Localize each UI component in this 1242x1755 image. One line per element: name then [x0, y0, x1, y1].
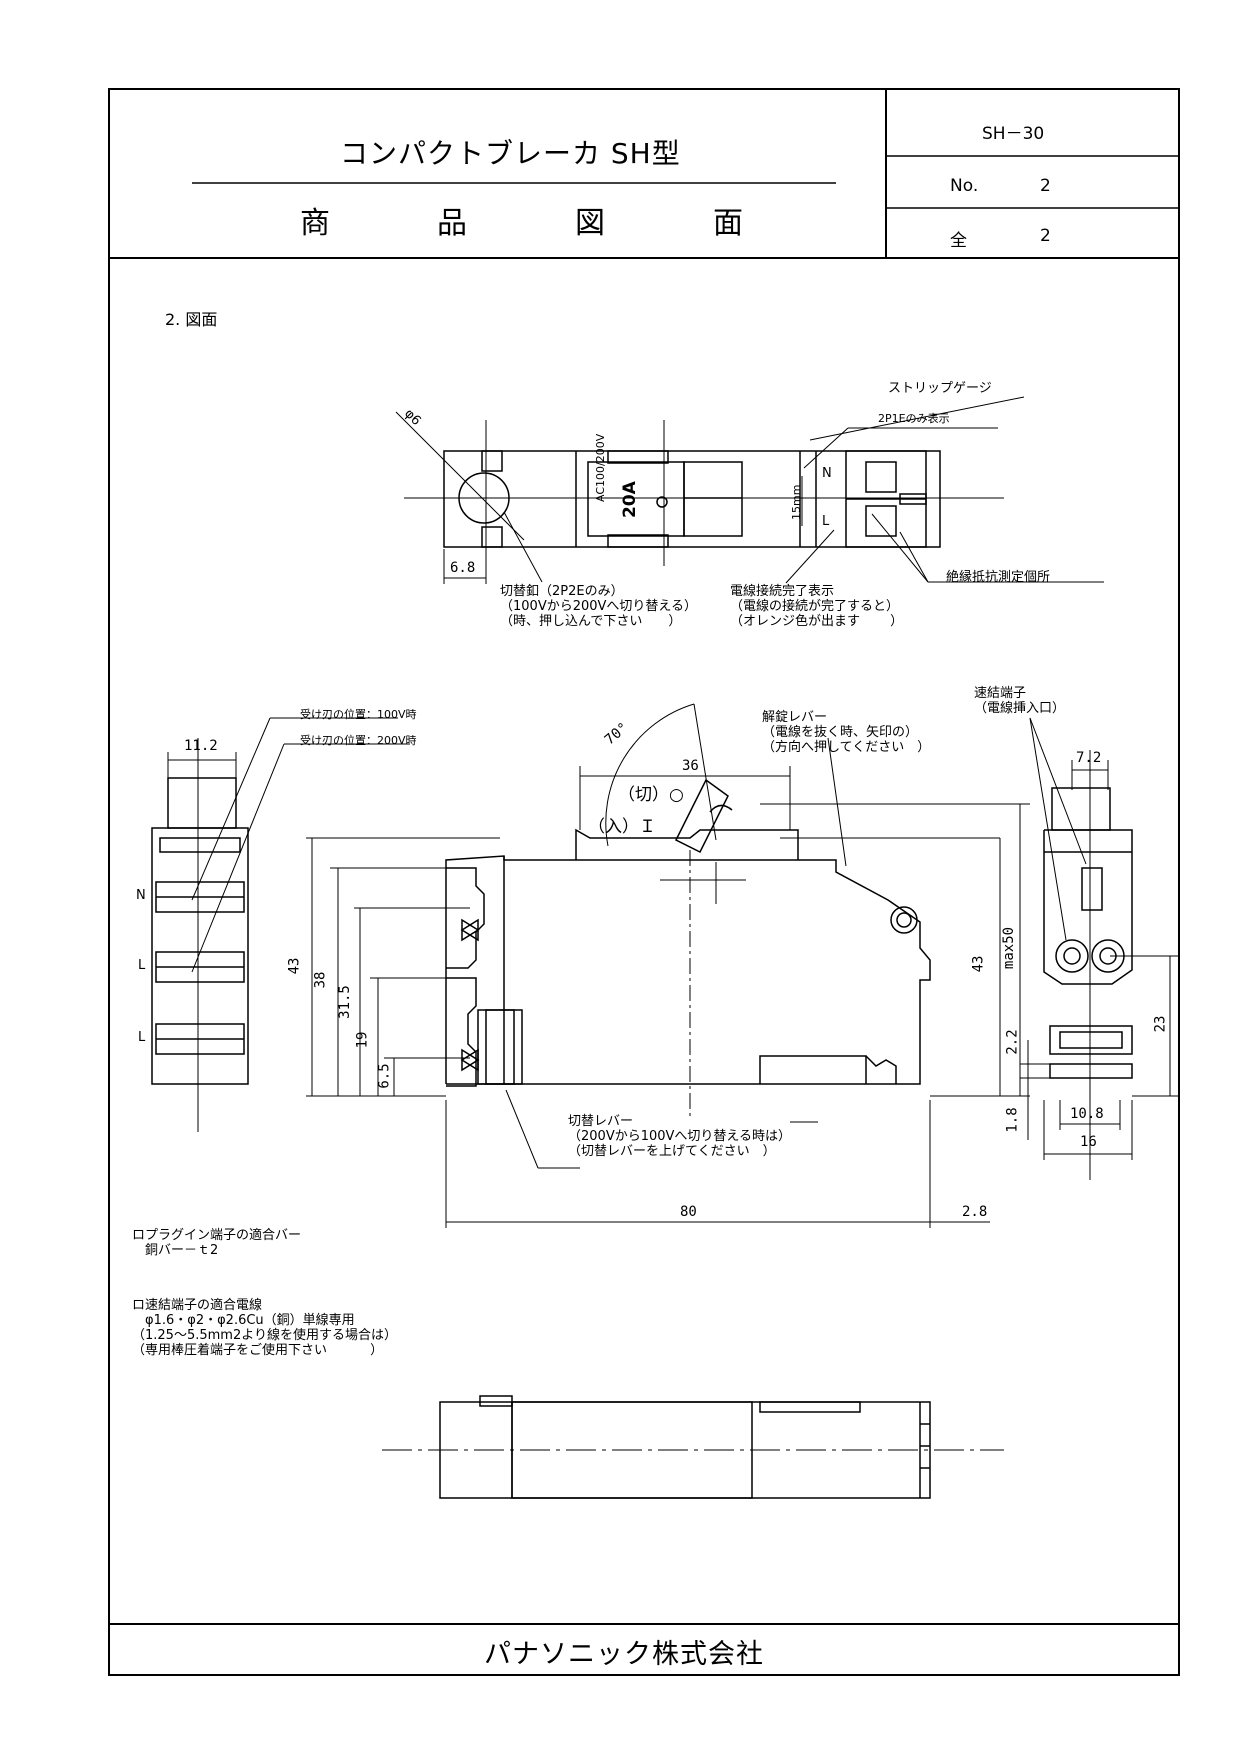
doc-code: SH－30 [982, 124, 1045, 144]
dim-80: 80 [680, 1204, 697, 1220]
total-label: 全 [950, 231, 967, 251]
sheet-no-label: No. [950, 176, 979, 196]
left-n-label: N [136, 888, 146, 903]
drawing-type-char-4: 面 [713, 206, 743, 241]
terminal-n-label: N [822, 466, 832, 481]
plugin-bar-note: ロプラグイン端子の適合バー 銅バー－ｔ2 [132, 1228, 302, 1258]
blade-100v-label: 受け刃の位置：100V時 [300, 708, 417, 721]
footer-company: パナソニック株式会社 [484, 1639, 764, 1670]
wire-complete-note: 電線接続完了表示 （電線の接続が完了すると） （オレンジ色が出ます ） [730, 584, 904, 629]
blade-200v-label: 受け刃の位置：200V時 [300, 734, 417, 747]
sheet-no-value: 2 [1040, 176, 1051, 196]
insulation-point-label: 絶縁抵抗測定個所 [946, 570, 1051, 585]
drawing-type-char-2: 品 [437, 206, 467, 241]
left-l2-label: L [138, 1030, 146, 1045]
section-heading: 2. 図面 [165, 310, 218, 329]
dim-16: 16 [1080, 1134, 1097, 1150]
on-position-label: （入）Ｉ [588, 817, 656, 837]
left-l1-label: L [138, 958, 146, 973]
dim-36: 36 [682, 758, 699, 774]
quick-wire-note: ロ速結端子の適合電線 φ1.6・φ2・φ2.6Cu（銅）単線専用 （1.25～5… [132, 1298, 397, 1358]
dim-10-8: 10.8 [1070, 1106, 1104, 1122]
terminal-l-label: L [822, 514, 830, 529]
dim-11-2: 11.2 [184, 738, 218, 754]
total-value: 2 [1040, 226, 1051, 246]
dim-2-8: 2.8 [962, 1204, 988, 1220]
dim-6-8: 6.8 [450, 560, 476, 576]
off-position-label: （切）○ [618, 785, 684, 805]
dim-7-2: 7.2 [1076, 750, 1102, 766]
strip-gauge-label: ストリップゲージ [888, 381, 992, 396]
quick-terminal-note: 速結端子 （電線挿入口） [974, 686, 1066, 716]
only-2p1e-label: 2P1Eのみ表示 [878, 412, 950, 425]
product-title: コンパクトブレーカ SH型 [340, 137, 681, 170]
drawing-type-char-1: 商 [300, 206, 330, 241]
drawing-sheet [108, 88, 1180, 1676]
release-lever-note: 解錠レバー （電線を抜く時、矢印の） （方向へ押してください ） [762, 710, 931, 755]
switch-button-note: 切替釦（2P2Eのみ） （100Vから200Vへ切り替える） （時、押し込んで下… [500, 584, 698, 629]
switch-lever-note: 切替レバー （200Vから100Vへ切り替える時は） （切替レバーを上げてくださ… [568, 1114, 792, 1159]
drawing-type-char-3: 図 [575, 206, 605, 241]
